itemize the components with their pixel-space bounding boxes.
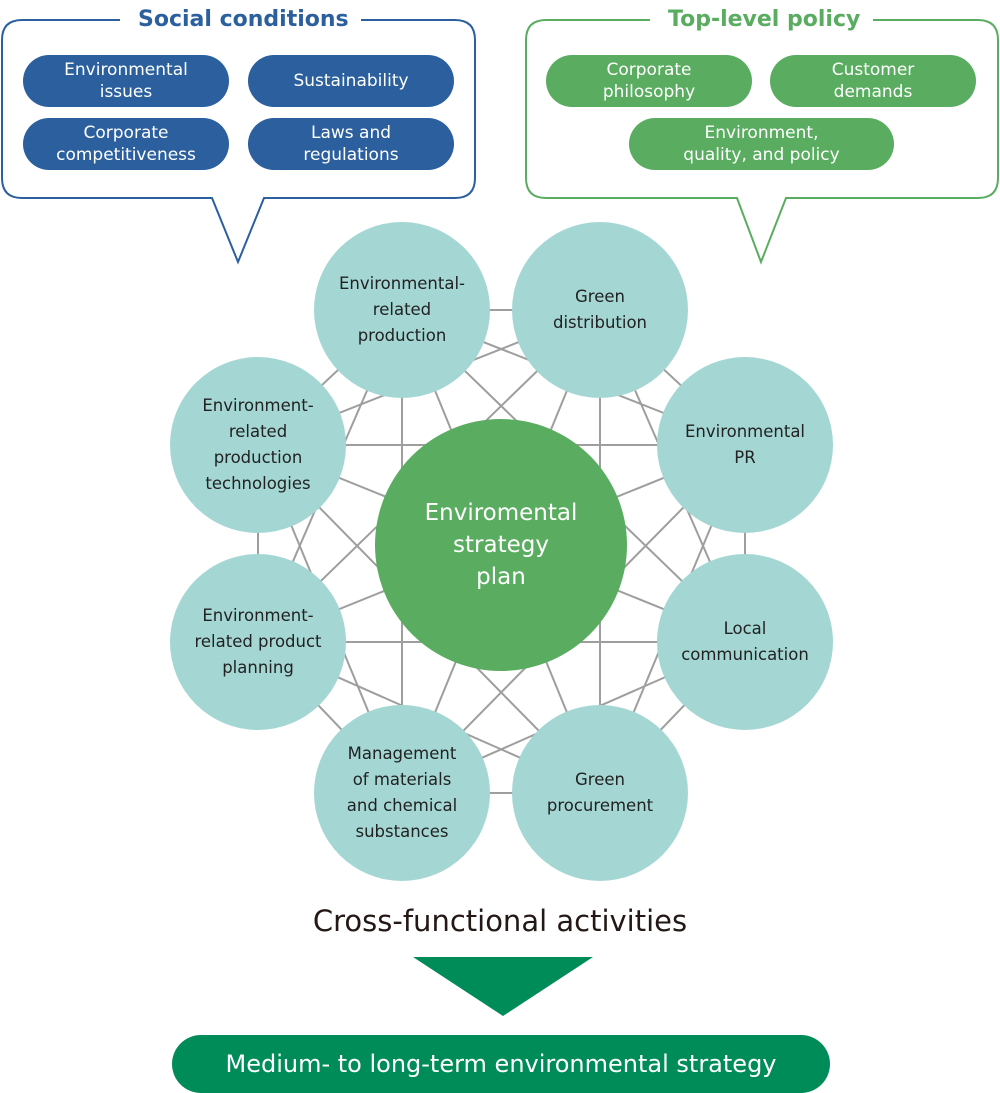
down-arrow-icon [413,957,593,1016]
social-item-sustainability: Sustainability [248,55,454,107]
activity-node-local-communication: Local communication [657,554,833,730]
social-item-environmental-issues: Environmental issues [23,55,229,107]
top-level-policy-title: Top-level policy [656,6,873,34]
activity-node-environmental-pr: Environmental PR [657,357,833,533]
policy-item-environment-quality-policy: Environment, quality, and policy [629,118,894,170]
activity-node-production-technologies: Environment- related production technolo… [170,357,346,533]
cross-functional-label: Cross-functional activities [312,904,688,938]
activity-node-product-planning: Environment- related product planning [170,554,346,730]
activity-node-environmental-related-production: Environmental- related production [314,222,490,398]
activity-node-green-procurement: Green procurement [512,705,688,881]
top-level-policy-callout [525,19,999,265]
center-node-strategy-plan: Enviromental strategy plan [375,419,627,671]
social-item-corporate-competitiveness: Corporate competitiveness [23,118,229,170]
policy-item-corporate-philosophy: Corporate philosophy [546,55,752,107]
social-conditions-title: Social conditions [126,6,361,34]
activity-node-management-of-materials: Management of materials and chemical sub… [314,705,490,881]
activity-node-green-distribution: Green distribution [512,222,688,398]
social-item-laws-and-regulations: Laws and regulations [248,118,454,170]
result-strategy-banner: Medium- to long-term environmental strat… [172,1035,830,1093]
social-conditions-callout [1,19,476,265]
policy-item-customer-demands: Customer demands [770,55,976,107]
